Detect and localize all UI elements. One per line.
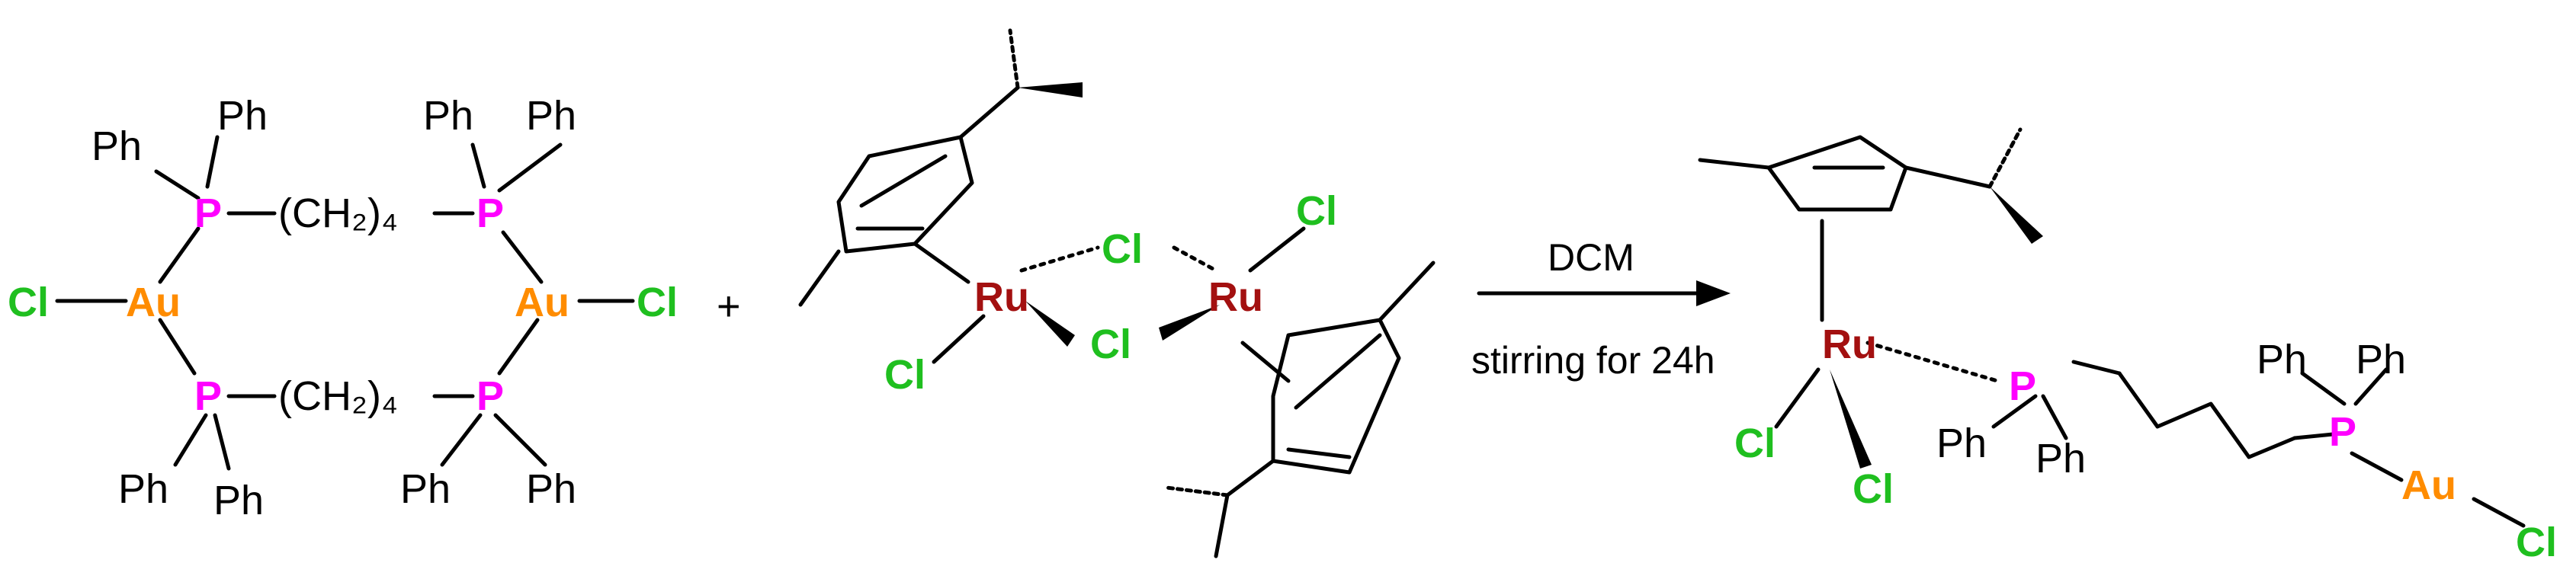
atom-chlorine: Cl <box>2516 520 2557 565</box>
label-ph: Ph <box>526 93 576 139</box>
label-ph: Ph <box>118 466 168 512</box>
atom-chlorine-bridge: Cl <box>1102 226 1143 272</box>
label-ph: Ph <box>2257 337 2307 382</box>
label-linker: (CH₂)₄ <box>278 190 398 236</box>
label-ph: Ph <box>400 466 451 512</box>
atom-ruthenium: Ru <box>1822 321 1877 367</box>
label-ph: Ph <box>2035 436 2086 481</box>
atom-ruthenium: Ru <box>1208 274 1263 320</box>
atom-chlorine: Cl <box>884 352 925 398</box>
atom-phosphorus: P <box>2329 409 2356 455</box>
atom-chlorine: Cl <box>1296 188 1337 234</box>
label-linker: (CH₂)₄ <box>278 373 398 419</box>
atom-chlorine: Cl <box>1853 466 1894 512</box>
label-ph: Ph <box>423 93 473 139</box>
atom-gold: Au <box>2401 462 2456 508</box>
atom-chlorine: Cl <box>637 280 678 325</box>
arrow-condition-solvent: DCM <box>1548 236 1634 279</box>
label-ph: Ph <box>1936 421 1987 466</box>
arrow-condition-time: stirring for 24h <box>1471 339 1715 382</box>
atom-phosphorus: P <box>194 190 222 236</box>
label-ph: Ph <box>213 478 264 523</box>
atom-phosphorus: P <box>194 373 222 419</box>
label-ph: Ph <box>91 123 142 169</box>
atom-chlorine: Cl <box>1734 421 1776 466</box>
atom-ruthenium: Ru <box>974 274 1029 320</box>
reaction-arrow: DCM stirring for 24h <box>1471 236 1731 382</box>
label-ph: Ph <box>2356 337 2406 382</box>
atom-chlorine: Cl <box>8 280 49 325</box>
atom-phosphorus: P <box>476 190 504 236</box>
reactant-gold-macrocycle: Ph Ph Ph Ph P (CH₂)₄ P Cl Au Au Cl P (CH… <box>8 93 678 523</box>
reactant-ruthenium-dimer: Ru Ru Cl Cl Cl Cl <box>798 28 1436 558</box>
atom-gold: Au <box>126 280 181 325</box>
label-ph: Ph <box>217 93 268 139</box>
atom-chlorine-bridge: Cl <box>1090 321 1131 367</box>
atom-phosphorus: P <box>2009 363 2036 409</box>
atom-phosphorus: P <box>476 373 504 419</box>
atom-gold: Au <box>515 280 569 325</box>
product-ru-au: Ru Cl Cl P Ph Ph P Ph Ph Au Cl <box>1698 127 2557 565</box>
label-ph: Ph <box>526 466 576 512</box>
plus-sign: + <box>717 283 741 329</box>
